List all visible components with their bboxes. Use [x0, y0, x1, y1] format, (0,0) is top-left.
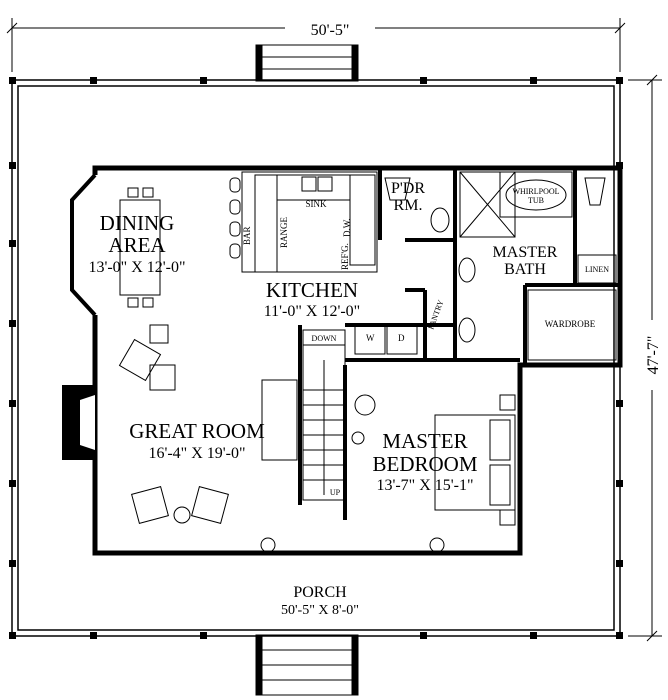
- svg-text:GREAT ROOM: GREAT ROOM: [129, 419, 265, 443]
- master-bedroom-label: MASTER BEDROOM 13'-7" X 15'-1": [372, 429, 477, 494]
- range-label: RANGE: [279, 216, 289, 248]
- svg-text:KITCHEN: KITCHEN: [266, 278, 358, 302]
- washer-label: W: [366, 333, 375, 343]
- dryer-label: D: [398, 333, 405, 343]
- exterior-walls: [70, 165, 623, 556]
- dishwasher-label: D.W.: [342, 218, 352, 237]
- svg-text:13'-7" X 15'-1": 13'-7" X 15'-1": [376, 477, 473, 494]
- svg-text:AREA: AREA: [108, 233, 166, 257]
- refrigerator-label: REF'G.: [340, 243, 350, 270]
- laundry: [354, 325, 418, 355]
- width-dimension-label: 50'-5": [311, 22, 350, 39]
- svg-text:13'-0" X 12'-0": 13'-0" X 12'-0": [88, 259, 185, 276]
- svg-text:BATH: BATH: [504, 261, 546, 278]
- svg-text:P'DR: P'DR: [391, 180, 425, 197]
- wardrobe-label: WARDROBE: [545, 319, 596, 329]
- powder-room-label: P'DR RM.: [391, 180, 425, 214]
- fireplace: [62, 385, 95, 460]
- porch-label: PORCH 50'-5" X 8'-0": [281, 584, 359, 618]
- great-room-label: GREAT ROOM 16'-4" X 19'-0": [129, 419, 265, 462]
- front-steps-bottom: [255, 634, 359, 696]
- svg-text:MASTER: MASTER: [382, 429, 467, 453]
- dining-area-label: DINING AREA 13'-0" X 12'-0": [88, 211, 185, 276]
- whirlpool-tub-label-2: TUB: [528, 196, 544, 205]
- front-steps-top: [255, 44, 359, 82]
- whirlpool-tub-label: WHIRLPOOL: [512, 187, 559, 196]
- stairs-down-label: DOWN: [312, 334, 337, 343]
- svg-text:BEDROOM: BEDROOM: [372, 452, 477, 476]
- svg-text:50'-5" X 8'-0": 50'-5" X 8'-0": [281, 603, 359, 618]
- svg-text:MASTER: MASTER: [493, 244, 558, 261]
- linen-label: LINEN: [585, 265, 609, 274]
- interior-walls: [298, 168, 620, 520]
- svg-text:DINING: DINING: [100, 211, 175, 235]
- bath-fixtures: [384, 171, 617, 361]
- kitchen-counters: [229, 171, 378, 273]
- depth-dimension-label: 47'-7": [645, 336, 662, 375]
- kitchen-label: KITCHEN 11'-0" X 12'-0": [264, 278, 360, 320]
- stairs: [302, 329, 346, 501]
- stairs-up-label: UP: [330, 488, 341, 497]
- dining-table: [119, 187, 161, 308]
- svg-text:RM.: RM.: [394, 197, 423, 214]
- sink-label: SINK: [305, 199, 327, 209]
- svg-text:11'-0" X 12'-0": 11'-0" X 12'-0": [264, 303, 360, 320]
- svg-text:16'-4" X 19'-0": 16'-4" X 19'-0": [148, 445, 245, 462]
- master-bath-label: MASTER BATH: [493, 244, 558, 278]
- bar-label: BAR: [242, 226, 252, 245]
- svg-text:PORCH: PORCH: [293, 584, 347, 601]
- furniture: [118, 324, 516, 553]
